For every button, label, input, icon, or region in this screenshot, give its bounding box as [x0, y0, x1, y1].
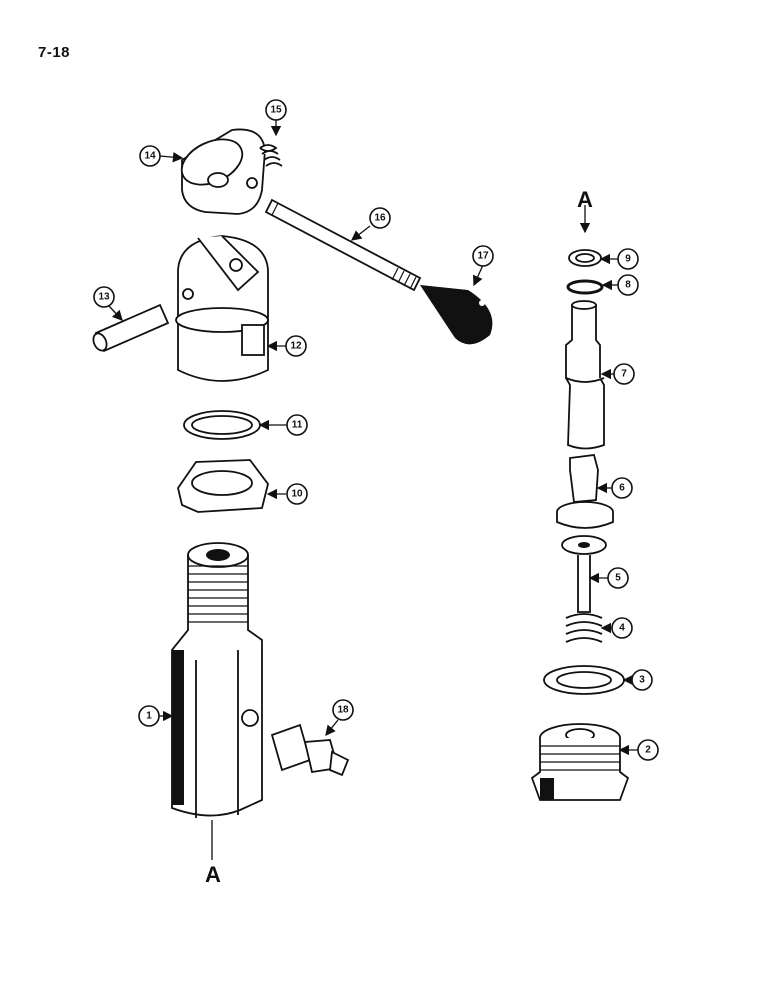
svg-text:13: 13 [98, 292, 110, 303]
part-16-lever-shaft [264, 198, 422, 292]
callout-3: 3 [631, 669, 653, 691]
svg-text:6: 6 [619, 483, 625, 494]
part-7-spool [565, 300, 605, 450]
part-11-snap-ring [183, 410, 261, 440]
part-15-spring [259, 144, 283, 167]
page-number: 7-18 [38, 44, 71, 61]
svg-text:2: 2 [645, 745, 651, 756]
svg-text:12: 12 [290, 341, 302, 352]
callout-10: 10 [286, 483, 308, 505]
svg-text:14: 14 [144, 151, 156, 162]
callout-15: 15 [265, 99, 287, 121]
part-4-spring [565, 613, 603, 643]
callout-16: 16 [369, 207, 391, 229]
callout-8: 8 [617, 274, 639, 296]
reference-letter-bottom: A [205, 862, 221, 887]
callout-7: 7 [613, 363, 635, 385]
callout-5: 5 [607, 567, 629, 589]
callout-12: 12 [285, 335, 307, 357]
svg-text:18: 18 [337, 705, 349, 716]
callout-14: 14 [139, 145, 161, 167]
part-17-knob [420, 285, 493, 345]
svg-text:3: 3 [639, 675, 645, 686]
svg-text:1: 1 [146, 711, 152, 722]
part-8-o-ring [566, 279, 604, 295]
svg-text:10: 10 [291, 489, 303, 500]
part-6-valve-cage [556, 454, 614, 529]
svg-text:15: 15 [270, 105, 282, 116]
part-13-pin [92, 303, 170, 353]
part-12-clevis [175, 235, 269, 382]
svg-text:5: 5 [615, 573, 621, 584]
part-1-valve-body [171, 542, 263, 818]
part-2-plug [530, 723, 630, 801]
svg-text:7: 7 [621, 369, 627, 380]
part-9-washer [568, 249, 602, 267]
svg-text:11: 11 [292, 420, 303, 431]
part-3-washer [543, 665, 625, 695]
callout-11: 11 [286, 414, 308, 436]
callout-18: 18 [332, 699, 354, 721]
svg-text:16: 16 [374, 213, 386, 224]
svg-text:4: 4 [619, 623, 625, 634]
callout-4: 4 [611, 617, 633, 639]
part-10-hex-nut [177, 459, 269, 513]
svg-text:9: 9 [625, 254, 631, 265]
callout-6: 6 [611, 477, 633, 499]
callout-2: 2 [637, 739, 659, 761]
callout-17: 17 [472, 245, 494, 267]
callout-13: 13 [93, 286, 115, 308]
svg-text:8: 8 [625, 280, 631, 291]
callout-9: 9 [617, 248, 639, 270]
svg-text:17: 17 [477, 251, 489, 262]
reference-letter-top: A [577, 187, 593, 212]
part-18-fitting [270, 723, 350, 777]
callout-1: 1 [138, 705, 160, 727]
part-5-poppet [561, 535, 607, 613]
part-14-collar [180, 128, 266, 215]
